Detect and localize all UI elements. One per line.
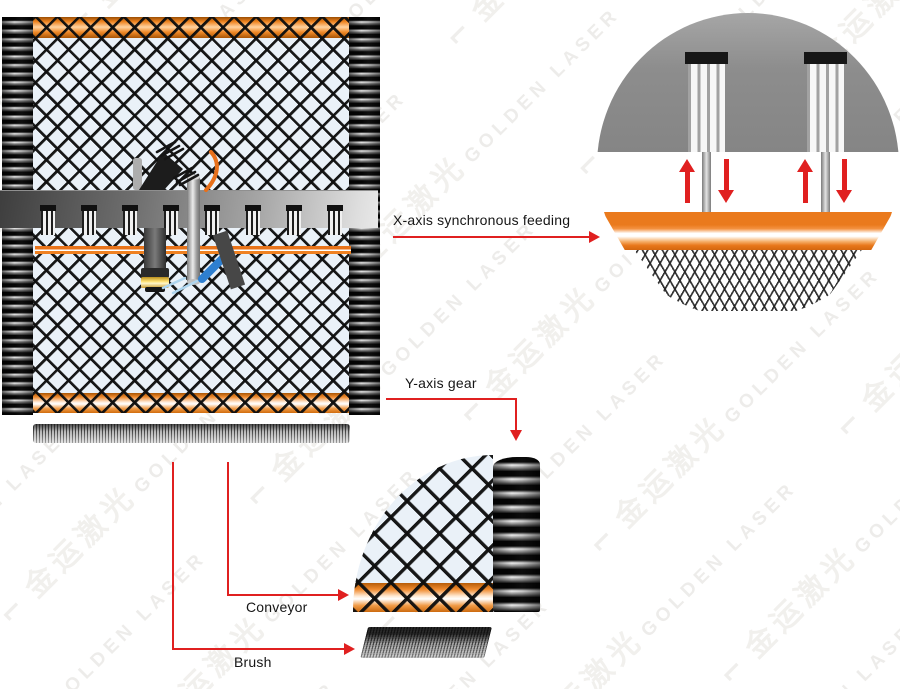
- pin-body: [287, 211, 301, 235]
- x-axis-leader-line: [393, 236, 589, 238]
- brush-leader-line-h: [172, 648, 344, 650]
- x-axis-arrowhead-icon: [589, 231, 600, 243]
- label-conveyor: Conveyor: [246, 599, 308, 615]
- vertical-tube: [187, 177, 200, 282]
- feeding-pin: [327, 205, 343, 235]
- pin-stem: [702, 152, 711, 212]
- machine-brush: [33, 424, 350, 443]
- pin-cap: [245, 205, 261, 211]
- dark-cylinder: [212, 230, 245, 290]
- pin-cap: [163, 205, 179, 211]
- pin-stem: [821, 152, 830, 212]
- pin-cap: [204, 205, 220, 211]
- conveyor-arrowhead-icon: [338, 589, 349, 601]
- y-axis-gear-detail: [493, 457, 540, 612]
- y-axis-arrowhead-icon: [510, 430, 522, 441]
- pin-body: [164, 211, 178, 235]
- feeding-pin: [40, 205, 56, 235]
- feeding-pin: [122, 205, 138, 235]
- brush-detail: [360, 627, 492, 658]
- pin-cap: [804, 52, 847, 64]
- nozzle-ring: [141, 277, 169, 288]
- pin-body: [82, 211, 96, 235]
- detail-fine-mesh: [634, 250, 862, 311]
- pin-body: [688, 64, 725, 152]
- arrow-up-icon: [679, 159, 695, 203]
- orange-cable: [204, 150, 219, 192]
- fiber-connector: [155, 140, 200, 187]
- conveyor-detail-disc: [353, 455, 493, 612]
- arrow-down-icon: [836, 159, 852, 203]
- detail-feeding-pin: [685, 52, 728, 212]
- pin-body: [205, 211, 219, 235]
- arrow-up-icon: [797, 159, 813, 203]
- laser-head: [133, 140, 245, 295]
- beam-line: [171, 279, 199, 295]
- pin-cap: [40, 205, 56, 211]
- detail-feeding-pin: [804, 52, 847, 212]
- beam-line: [161, 276, 187, 290]
- feeding-pin: [245, 205, 261, 235]
- head-body: [144, 228, 166, 272]
- beam-cross-section: [597, 13, 899, 152]
- label-brush: Brush: [234, 654, 272, 670]
- pin-cap: [286, 205, 302, 211]
- pin-cap: [122, 205, 138, 211]
- x-axis-detail-circle: [597, 13, 899, 319]
- label-x-axis-feeding: X-axis synchronous feeding: [393, 212, 571, 228]
- detail-conveyor-band: [603, 212, 893, 250]
- brush-arrowhead-icon: [344, 643, 355, 655]
- pin-cap: [81, 205, 97, 211]
- conveyor-leader-line-v: [227, 462, 229, 596]
- conveyor-leader-line-h: [227, 594, 338, 596]
- feeding-pin: [163, 205, 179, 235]
- pin-cap: [685, 52, 728, 64]
- feeding-pin: [286, 205, 302, 235]
- feeding-pin: [204, 205, 220, 235]
- pin-body: [41, 211, 55, 235]
- pin-body: [807, 64, 844, 152]
- label-y-axis-gear: Y-axis gear: [405, 375, 477, 391]
- pin-body: [246, 211, 260, 235]
- laser-arm: [139, 152, 183, 190]
- main-machine-view: [0, 17, 380, 443]
- pin-cap: [327, 205, 343, 211]
- feeding-pin: [81, 205, 97, 235]
- pin-body: [328, 211, 342, 235]
- brush-leader-line-v: [172, 462, 174, 650]
- pin-body: [123, 211, 137, 235]
- disc-mesh-pattern: [353, 455, 493, 612]
- y-axis-leader-line-h: [386, 398, 517, 400]
- arm-post: [133, 158, 142, 190]
- arrow-down-icon: [718, 159, 734, 203]
- y-axis-leader-line-v: [515, 398, 517, 430]
